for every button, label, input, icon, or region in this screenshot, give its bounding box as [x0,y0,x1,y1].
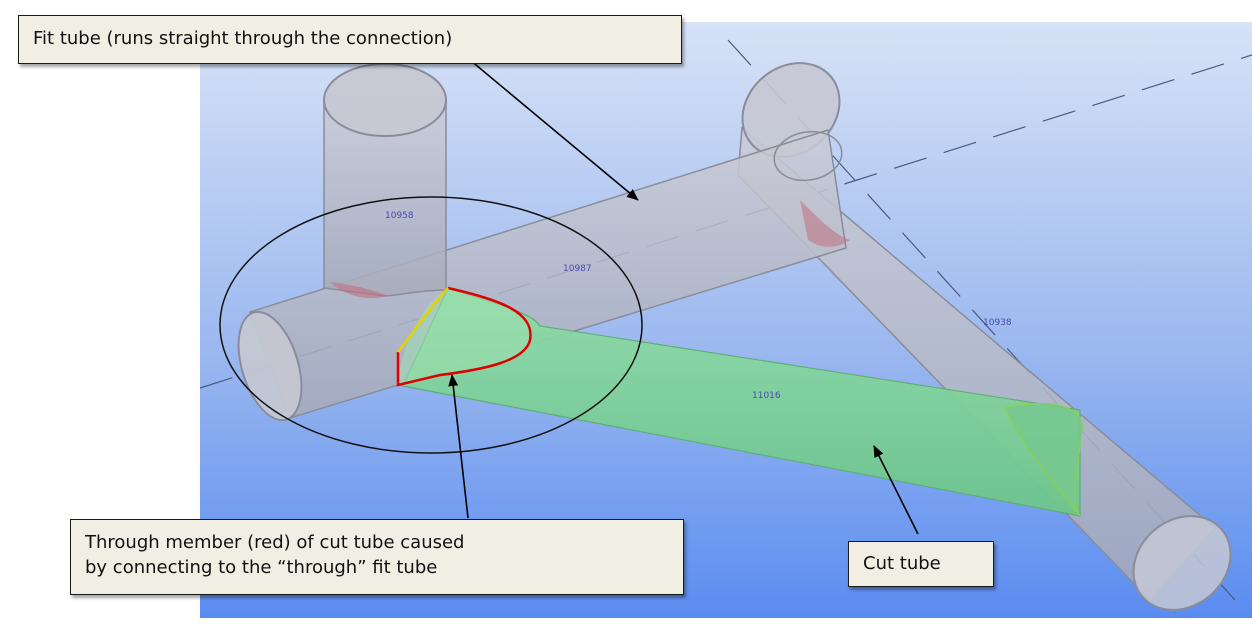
member-label-fit: 10987 [563,264,592,274]
arrow-cut-tube [873,445,919,535]
highlight-edge [397,287,449,353]
connection-circle [219,196,643,454]
callout-through-member: Through member (red) of cut tube caused … [70,519,684,595]
through-member-curve [396,286,532,387]
cut-profile-fill [398,288,531,385]
member-label-diagonal: 10938 [983,318,1012,328]
member-label-vertical: 10958 [385,211,414,221]
arrow-fit-tube [469,59,639,201]
arrow-through-member [448,374,469,519]
vertical-tube [323,63,447,299]
callout-cut-tube: Cut tube [848,541,994,587]
diagonal-tube [737,62,1232,611]
member-label-cut: 11016 [752,391,781,401]
cut-tube [398,287,1083,517]
leader-arrows [448,59,919,535]
callout-fit-tube: Fit tube (runs straight through the conn… [18,15,682,64]
